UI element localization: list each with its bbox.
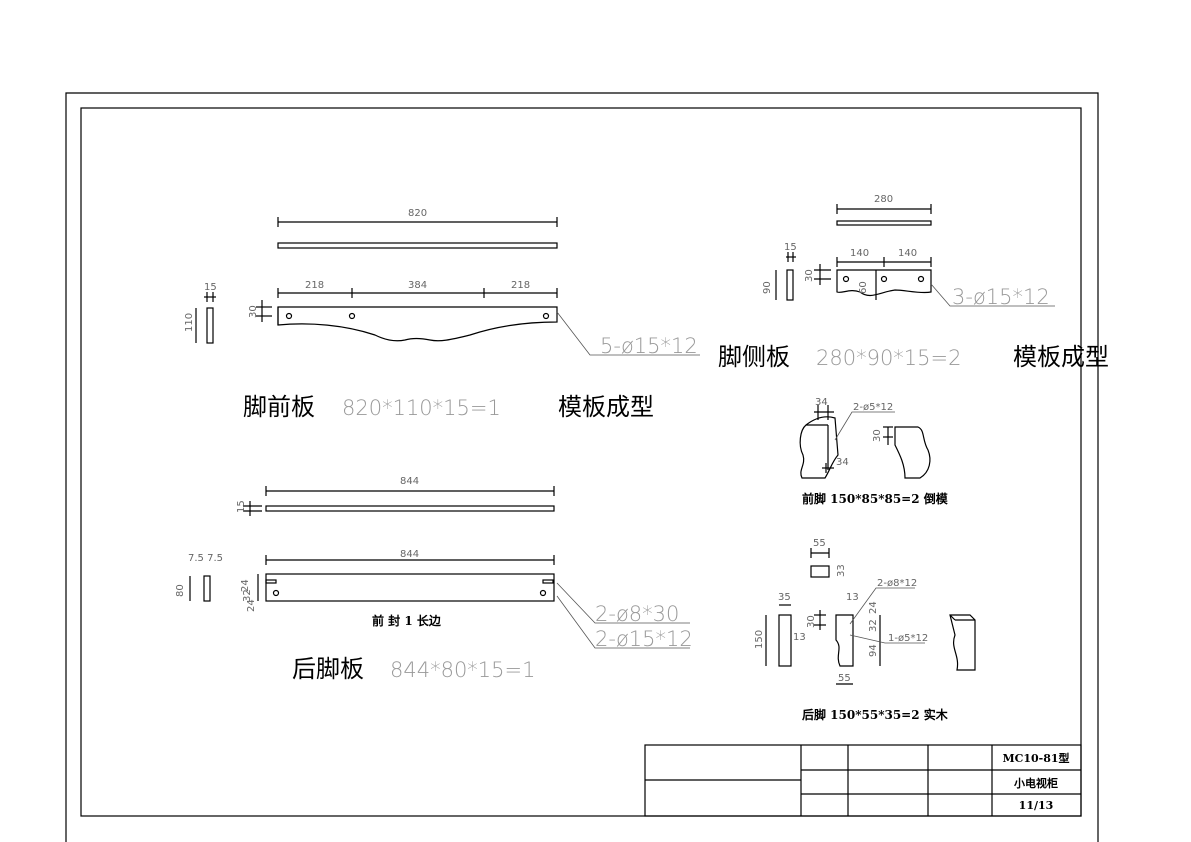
dim-vertical: 32 <box>868 619 879 632</box>
dim-vertical: 24 <box>240 579 251 592</box>
dim-inner: 60 <box>858 281 869 294</box>
front-leg-drawing: 34 34 2-ø5*12 30 前脚 150*85*85=2 倒模 <box>799 397 949 506</box>
part-size: 844*80*15=1 <box>390 658 535 682</box>
part-name: 后脚板 <box>292 655 364 683</box>
dim-top-depth: 33 <box>836 564 847 577</box>
dim-30: 30 <box>806 615 817 628</box>
dim-thickness: 15 <box>204 282 217 293</box>
dim-segment: 140 <box>850 248 869 259</box>
dim-hole-offset: 30 <box>804 269 815 282</box>
dim-height: 110 <box>184 313 195 332</box>
dim-hole: 13 <box>793 632 806 643</box>
dim-length: 844 <box>400 549 419 560</box>
back-leg-drawing: 55 33 35 150 13 30 13 24 32 94 55 2-ø8*1… <box>754 538 976 722</box>
part-name: 脚侧板 <box>718 343 790 371</box>
dim-side: 30 <box>872 429 883 442</box>
dim-vertical: 94 <box>868 644 879 657</box>
dim-length: 820 <box>408 208 427 219</box>
dim-vertical: 32 <box>242 589 253 602</box>
front-board-drawing: 820 218 384 218 30 15 110 5-ø15*12 脚前板 8… <box>184 208 700 421</box>
side-board-drawing: 280 140 140 30 60 15 90 3-ø15*12 脚侧板 280… <box>718 194 1109 371</box>
hole-note: 2-ø5*12 <box>853 402 893 413</box>
dim-length: 844 <box>400 476 419 487</box>
dim-top: 34 <box>815 397 828 408</box>
title-block: MC10-81型 小电视柜 11/13 <box>644 744 1082 817</box>
product-name: 小电视柜 <box>1013 776 1058 790</box>
dim-hole-offset: 30 <box>248 305 259 318</box>
dim-height: 90 <box>762 281 773 294</box>
dim-height: 150 <box>754 630 765 649</box>
sheet-number: 11/13 <box>1019 799 1054 812</box>
hole-note: 5-ø15*12 <box>600 334 698 358</box>
part-caption: 前脚 150*85*85=2 倒模 <box>802 491 949 506</box>
hole-note: 2-ø8*12 <box>877 578 917 589</box>
dim-top-width: 55 <box>813 538 826 549</box>
hole-note: 2-ø15*12 <box>595 627 693 651</box>
edge-banding-note: 前 封 1 长边 <box>372 613 442 628</box>
part-size: 280*90*15=2 <box>816 346 961 370</box>
dim-vertical: 24 <box>868 601 879 614</box>
hole-note: 1-ø5*12 <box>888 633 928 644</box>
drawing-frame <box>65 92 1099 842</box>
dim-segment: 218 <box>305 280 324 291</box>
dim-vertical: 24 <box>246 599 257 612</box>
part-process: 模板成型 <box>1013 343 1109 371</box>
part-name: 脚前板 <box>243 393 315 421</box>
hole-note: 3-ø15*12 <box>952 285 1050 309</box>
dim-13: 13 <box>846 592 859 603</box>
dim-width: 35 <box>778 592 791 603</box>
dim-segment: 140 <box>898 248 917 259</box>
hole-note: 2-ø8*30 <box>595 602 679 626</box>
part-process: 模板成型 <box>558 393 654 421</box>
dim-thickness: 15 <box>784 242 797 253</box>
back-board-drawing: 844 15 844 24 32 24 7.5 7.5 80 前 封 1 长边 … <box>175 476 693 683</box>
part-caption: 后脚 150*55*35=2 实木 <box>802 707 949 722</box>
dim-height: 80 <box>175 584 186 597</box>
dim-side: 7.5 7.5 <box>188 553 223 564</box>
dim-segment: 384 <box>408 280 427 291</box>
dim-thickness: 15 <box>236 500 247 513</box>
dim-bottom: 55 <box>838 673 851 684</box>
dim-bottom: 34 <box>836 457 849 468</box>
part-size: 820*110*15=1 <box>342 396 501 420</box>
dim-length: 280 <box>874 194 893 205</box>
dim-segment: 218 <box>511 280 530 291</box>
model-number: MC10-81型 <box>1002 751 1069 765</box>
